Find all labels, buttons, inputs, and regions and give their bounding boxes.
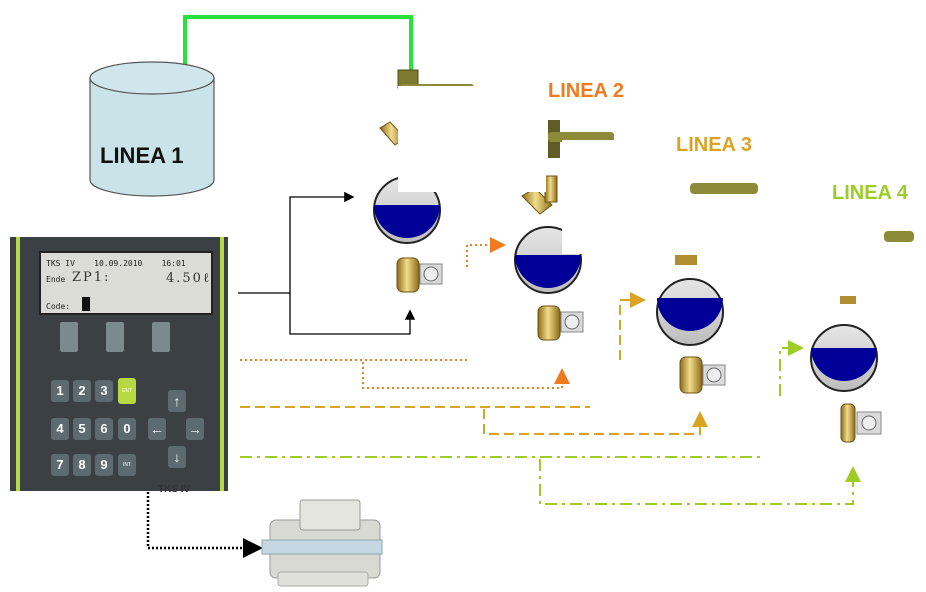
controller-device xyxy=(10,237,228,491)
softkey-2[interactable] xyxy=(106,322,124,352)
key-2[interactable]: 2 xyxy=(73,380,91,402)
key-1[interactable]: 1 xyxy=(51,380,69,402)
key-5[interactable]: 5 xyxy=(73,418,91,440)
control-link-1b xyxy=(289,293,416,335)
tank-label: LINEA 1 xyxy=(100,143,184,168)
station-3 xyxy=(656,183,758,394)
line-3-label: LINEA 3 xyxy=(676,134,752,156)
key-7[interactable]: 7 xyxy=(51,454,69,476)
lcd-header: TKS IV 10.09.2010 16:01 xyxy=(46,259,186,268)
lcd-code: Code: xyxy=(46,302,71,311)
lcd-cursor xyxy=(82,297,90,311)
key-int[interactable]: INT xyxy=(118,454,136,476)
lcd-value: 4.50ℓ xyxy=(166,271,212,286)
supply-pipe xyxy=(183,15,413,84)
key-9[interactable]: 9 xyxy=(95,454,113,476)
key-enter[interactable]: ENT xyxy=(118,378,136,404)
softkey-3[interactable] xyxy=(152,322,170,352)
line-2-label: LINEA 2 xyxy=(548,80,624,102)
arrow-up-icon[interactable]: ↑ xyxy=(168,390,186,412)
key-0[interactable]: 0 xyxy=(118,418,136,440)
lcd-ende: Ende xyxy=(46,275,66,284)
printer-link xyxy=(146,492,263,558)
key-4[interactable]: 4 xyxy=(51,418,69,440)
device-brand: TKS IV xyxy=(158,484,191,495)
arrow-left-icon[interactable]: ← xyxy=(148,418,166,440)
key-8[interactable]: 8 xyxy=(73,454,91,476)
arrow-right-icon[interactable]: → xyxy=(186,418,204,440)
softkey-1[interactable] xyxy=(60,322,78,352)
arrow-down-icon[interactable]: ↓ xyxy=(168,446,186,468)
printer xyxy=(261,499,383,587)
tank-linea-1 xyxy=(89,61,215,197)
control-link-1 xyxy=(238,191,355,294)
key-6[interactable]: 6 xyxy=(95,418,113,440)
line-4-label: LINEA 4 xyxy=(832,182,908,204)
station-4 xyxy=(810,231,914,443)
lcd-zp: ZP1: xyxy=(72,270,111,285)
key-3[interactable]: 3 xyxy=(95,380,113,402)
